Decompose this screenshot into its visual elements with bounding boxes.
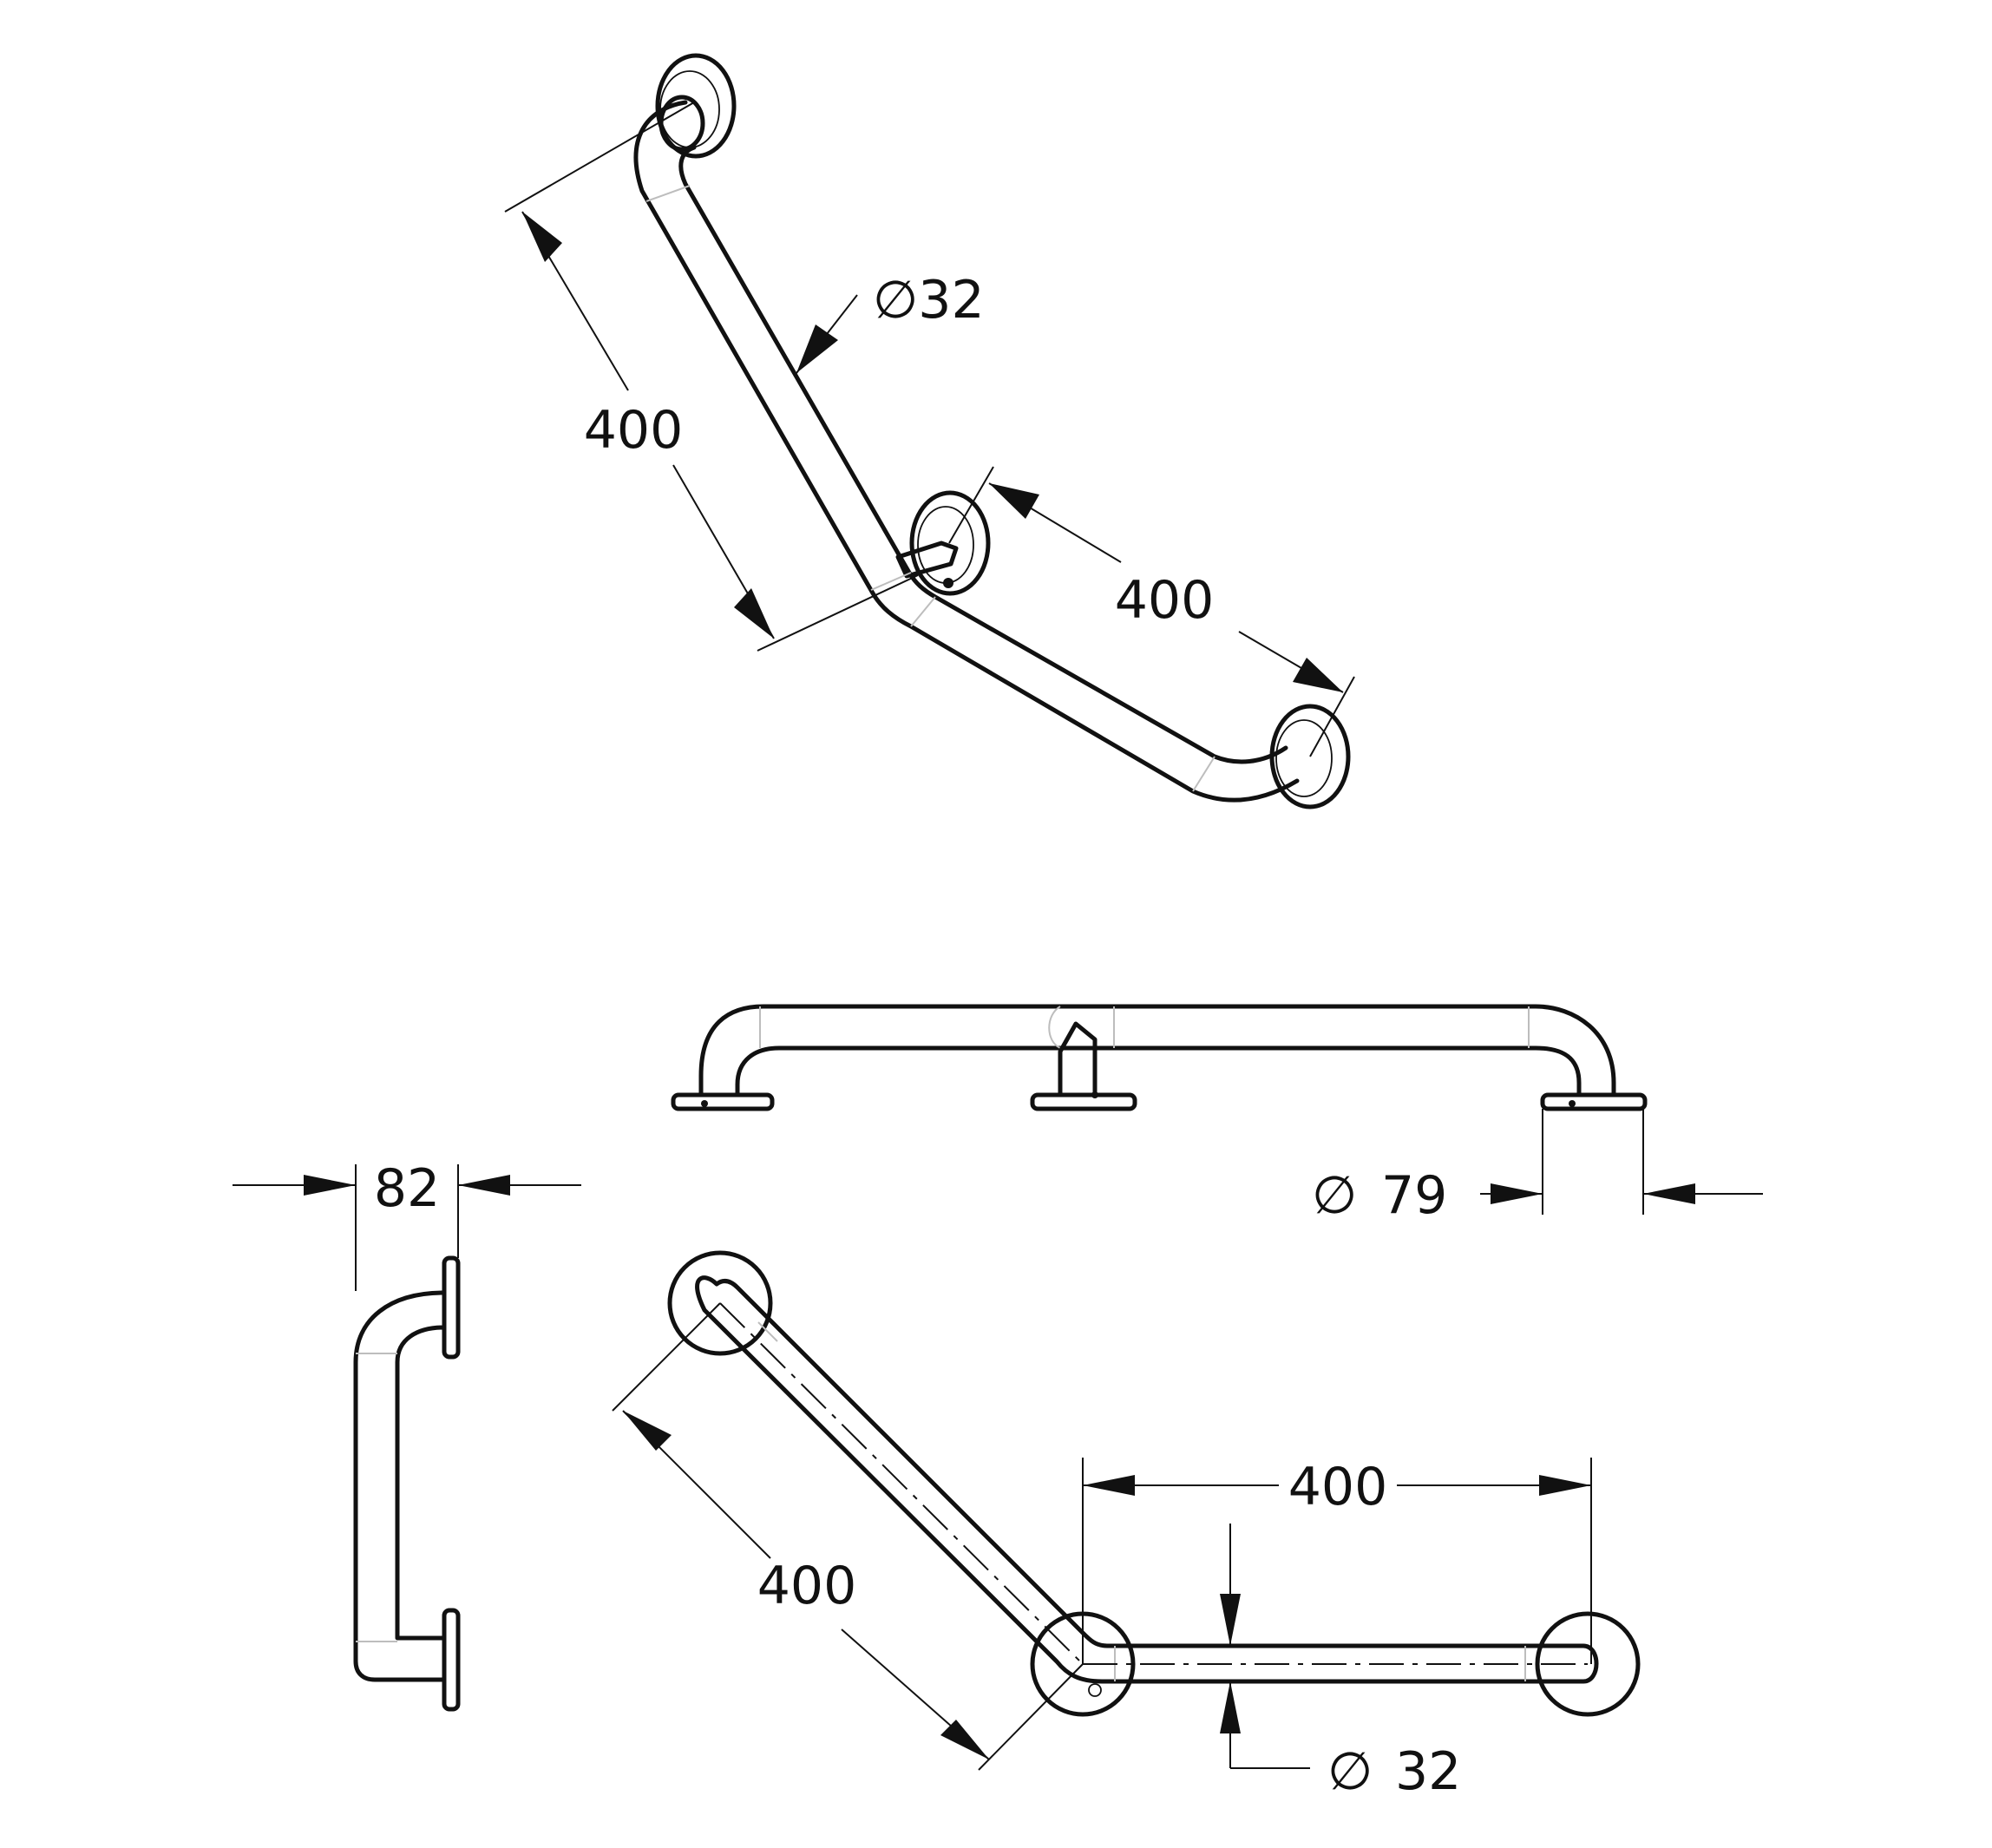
plan-view: 400 400 ∅ 32	[612, 1250, 1641, 1802]
iso-vertical-leg-label: 400	[584, 400, 684, 461]
front-left-flange	[671, 1092, 775, 1111]
plan-tube-diameter-symbol: ∅	[1327, 1741, 1373, 1802]
side-top-flange	[442, 1255, 461, 1360]
front-center-flange	[1030, 1092, 1137, 1111]
iso-middle-screw	[943, 578, 953, 588]
plan-diagonal-leg-label: 400	[757, 1556, 857, 1616]
iso-grab-bar-inner	[678, 145, 1288, 764]
side-bottom-flange	[442, 1608, 461, 1712]
side-projection-label: 82	[374, 1158, 440, 1219]
front-right-flange	[1540, 1092, 1648, 1111]
flange-diameter-symbol: ∅	[1312, 1165, 1357, 1226]
plan-horizontal-leg-label: 400	[1288, 1457, 1388, 1517]
plan-grab-bar	[695, 1275, 1599, 1684]
front-elevation-view: ∅ 79	[671, 1004, 1763, 1226]
iso-top-flange-tube-end	[659, 95, 705, 152]
iso-grab-bar-outer	[633, 100, 1300, 803]
iso-horizontal-leg-label: 400	[1115, 570, 1215, 631]
side-grab-bar	[353, 1290, 447, 1682]
isometric-view: 400 400 ∅32	[504, 53, 1355, 809]
front-grab-bar	[698, 1004, 1616, 1098]
plan-tube-diameter-value: 32	[1395, 1741, 1461, 1802]
side-view: 82	[233, 1158, 581, 1712]
flange-diameter-value: 79	[1381, 1165, 1447, 1226]
iso-tube-diameter-label: ∅32	[873, 270, 985, 331]
iso-middle-support-post	[895, 541, 959, 579]
front-center-support	[1058, 1021, 1098, 1098]
iso-bottom-flange-inner	[1275, 719, 1333, 797]
